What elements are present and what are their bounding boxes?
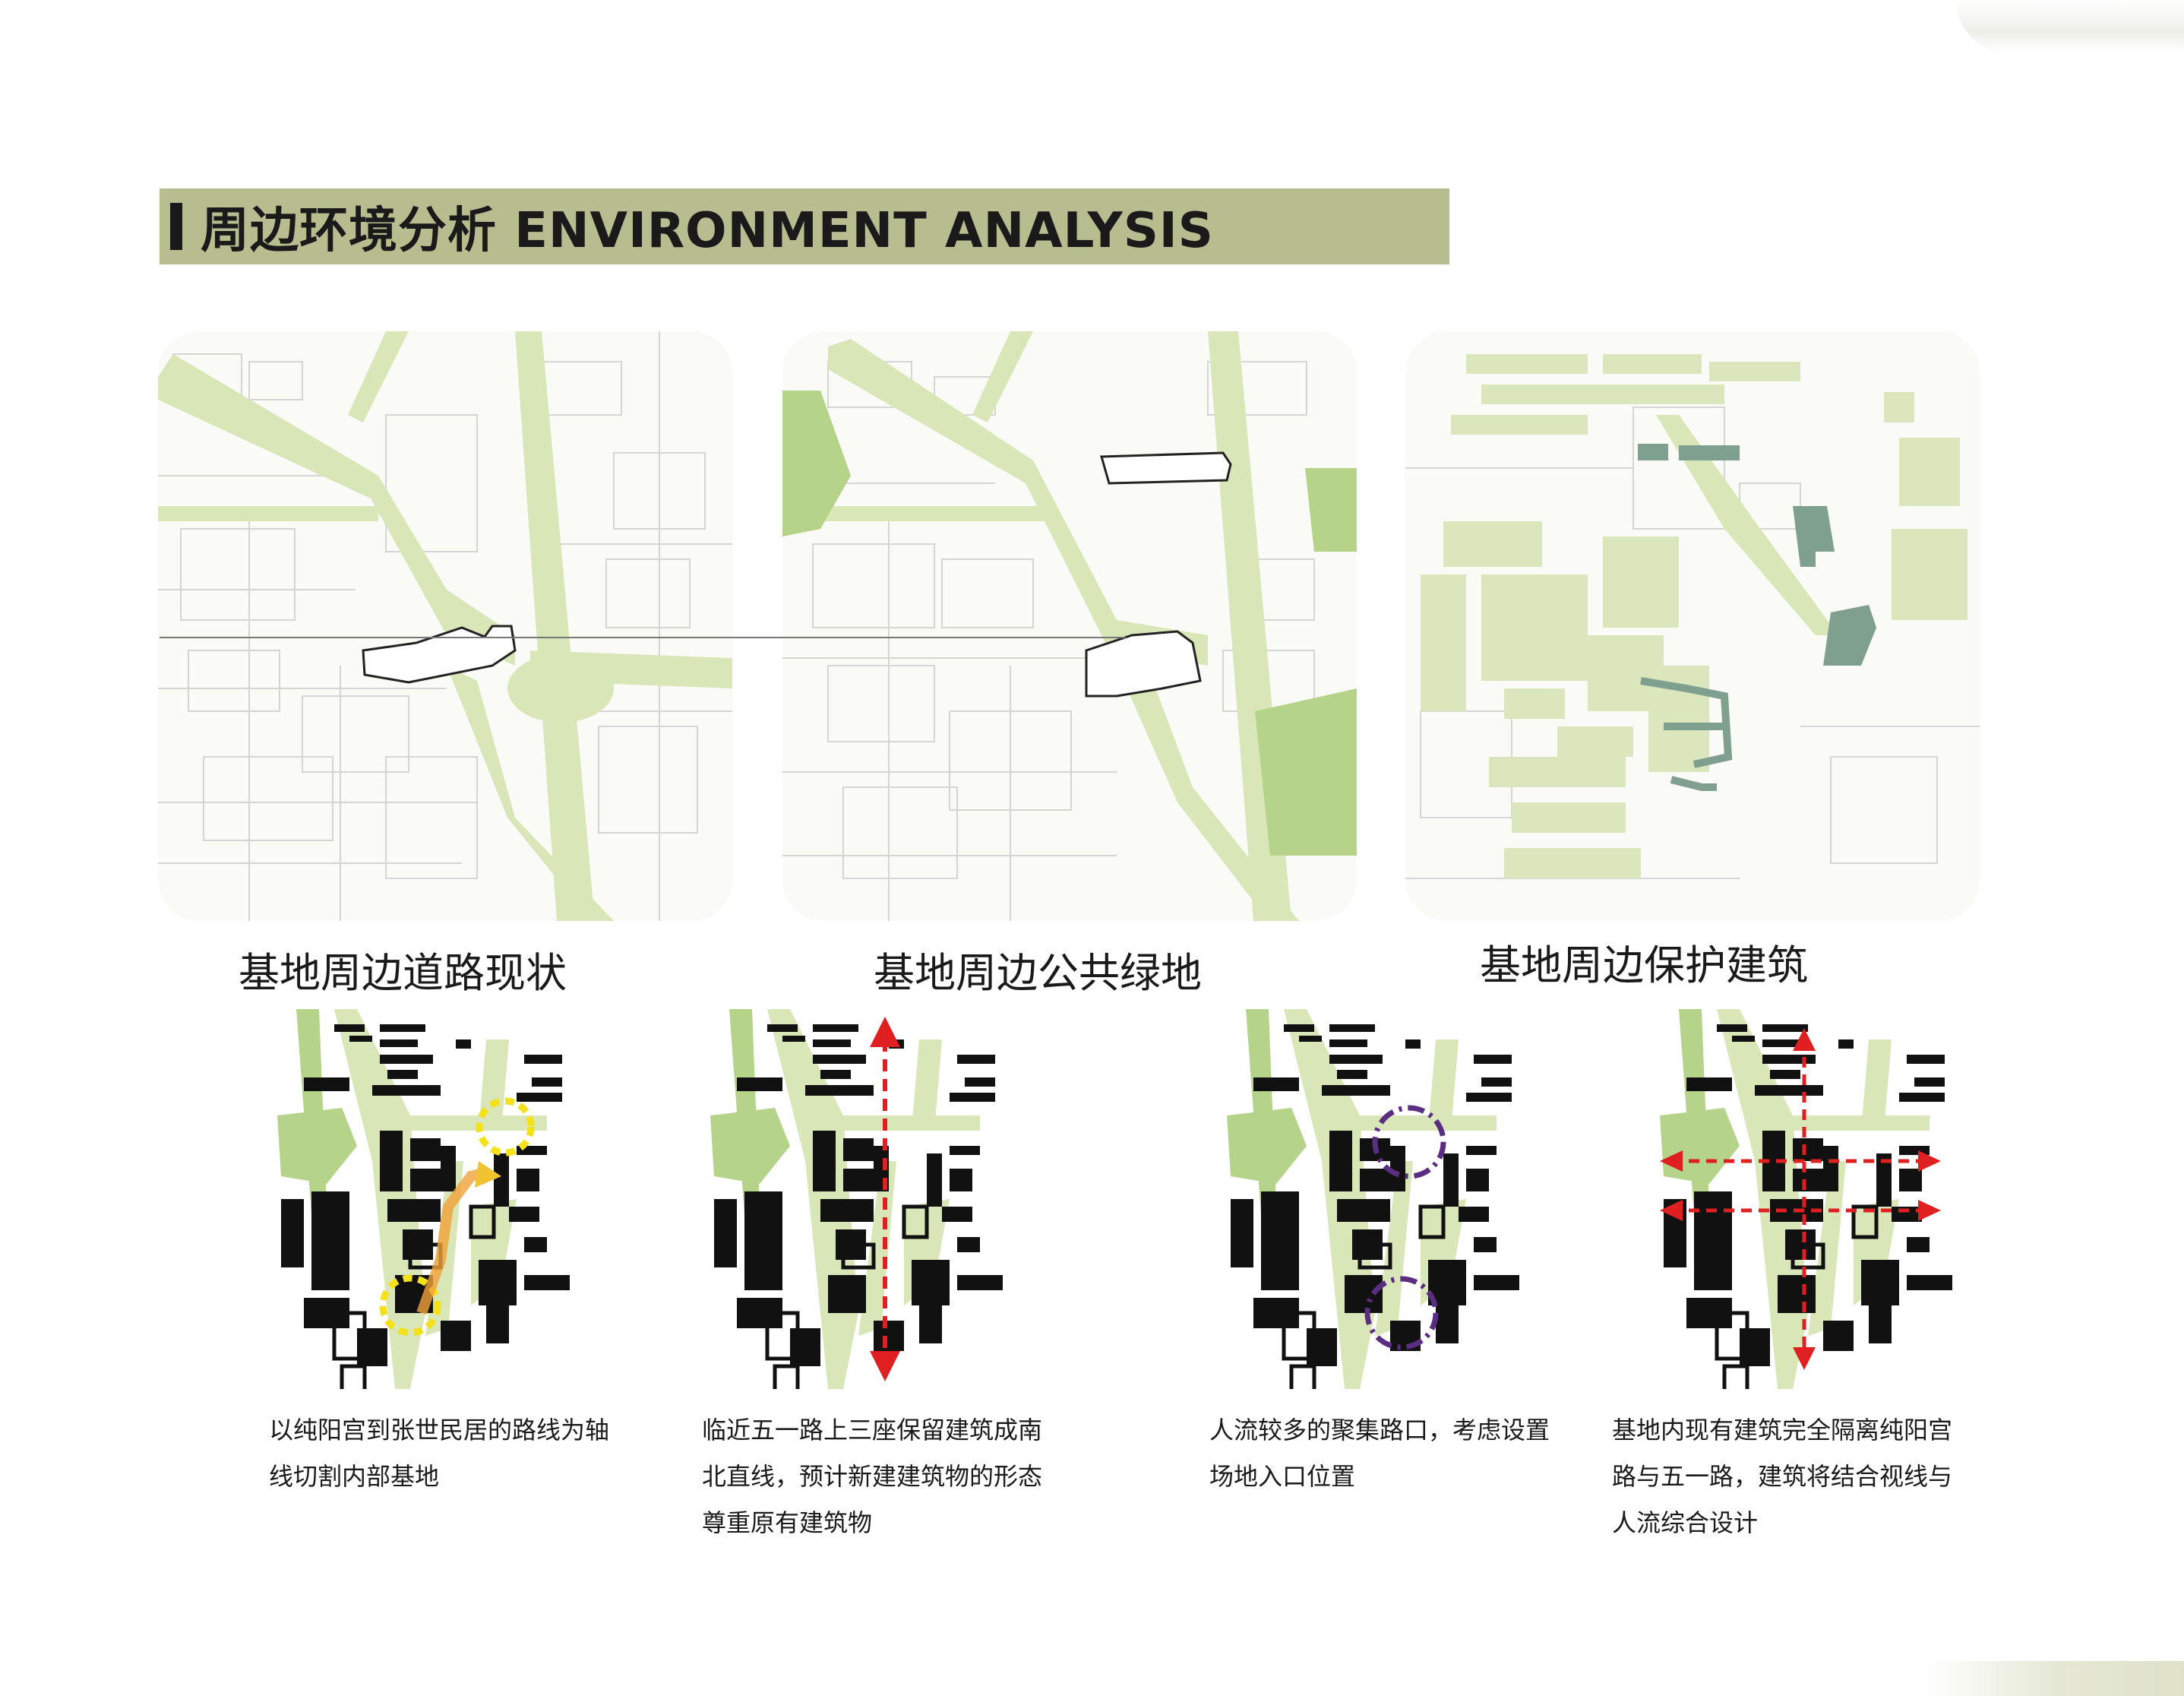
axis-arrowhead <box>475 1161 501 1188</box>
arrow-right-icon <box>1918 1150 1941 1172</box>
analysis-line: 北直线，预计新建建筑物的形态 <box>702 1462 1043 1491</box>
diagram-axis-drawing <box>258 1009 608 1389</box>
analysis-line: 人流较多的聚集路口，考虑设置 <box>1209 1416 1550 1444</box>
analysis-line: 基地内现有建筑完全隔离纯阳宫 <box>1612 1416 1953 1444</box>
arrow-left-icon <box>1660 1200 1683 1221</box>
decorative-swash <box>1956 0 2184 53</box>
caption-protected-buildings: 基地周边保护建筑 <box>1480 941 1808 989</box>
diagram-sightlines <box>1641 1009 1990 1389</box>
analysis-line: 临近五一路上三座保留建筑成南 <box>702 1416 1043 1444</box>
analysis-text-entrances: 人流较多的聚集路口，考虑设置 场地入口位置 <box>1209 1407 1604 1500</box>
section-title-bar: 周边环境分析 ENVIRONMENT ANALYSIS <box>160 188 1449 264</box>
map-green-spaces-drawing <box>782 331 1357 921</box>
decorative-grass <box>1926 1661 2184 1696</box>
purple-circle-top <box>1372 1105 1446 1179</box>
analysis-line: 人流综合设计 <box>1612 1508 1759 1537</box>
arrow-north-icon <box>870 1017 900 1047</box>
purple-circle-bottom <box>1364 1276 1439 1350</box>
arrow-south-icon <box>870 1351 900 1381</box>
analysis-line: 以纯阳宫到张世民居的路线为轴 <box>269 1416 610 1444</box>
map-protected-buildings <box>1405 331 1980 921</box>
arrow-right-icon <box>1918 1200 1941 1221</box>
diagram-entrances-drawing <box>1208 1009 1557 1389</box>
diagram-north-south <box>691 1009 1041 1389</box>
caption-roads: 基地周边道路现状 <box>239 949 567 997</box>
map-roads <box>158 331 732 921</box>
analysis-line: 路与五一路，建筑将结合视线与 <box>1612 1462 1953 1491</box>
map-roads-drawing <box>158 331 732 921</box>
diagram-north-south-drawing <box>691 1009 1041 1389</box>
arrow-left-icon <box>1660 1150 1683 1172</box>
analysis-line: 场地入口位置 <box>1209 1462 1356 1491</box>
caption-green-spaces: 基地周边公共绿地 <box>874 949 1202 997</box>
diagram-sightlines-drawing <box>1641 1009 1990 1389</box>
analysis-line: 线切割内部基地 <box>269 1462 440 1491</box>
diagram-axis <box>258 1009 608 1389</box>
analysis-line: 尊重原有建筑物 <box>702 1508 873 1537</box>
title-marker <box>170 203 182 250</box>
axis-path <box>416 1167 488 1315</box>
analysis-text-sightlines: 基地内现有建筑完全隔离纯阳宫 路与五一路，建筑将结合视线与 人流综合设计 <box>1612 1407 2007 1546</box>
yellow-circle-bottom <box>379 1274 441 1337</box>
analysis-text-north-south: 临近五一路上三座保留建筑成南 北直线，预计新建建筑物的形态 尊重原有建筑物 <box>702 1407 1097 1546</box>
map-green-spaces <box>782 331 1357 921</box>
analysis-text-axis: 以纯阳宫到张世民居的路线为轴 线切割内部基地 <box>269 1407 664 1500</box>
map-protected-buildings-drawing <box>1405 354 1980 879</box>
diagram-entrances <box>1208 1009 1557 1389</box>
divider-line <box>160 637 1126 638</box>
arrow-down-icon <box>1793 1347 1816 1370</box>
arrow-up-icon <box>1793 1028 1816 1051</box>
page-title: 周边环境分析 ENVIRONMENT ANALYSIS <box>201 203 1214 259</box>
yellow-circle-top <box>476 1097 535 1157</box>
